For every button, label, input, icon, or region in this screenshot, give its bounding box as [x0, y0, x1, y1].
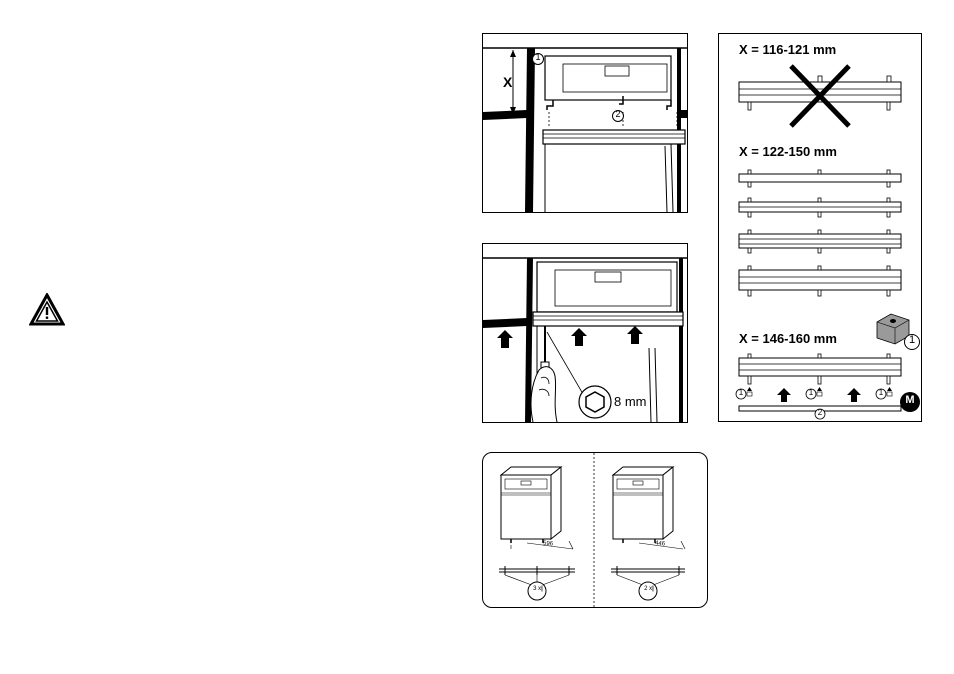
- feet-count-2-label: 2 x: [644, 586, 652, 592]
- figure-feet-options: 596 446 3 x| 2 x|: [482, 452, 708, 608]
- feet-count-3: 3 x|: [528, 586, 548, 592]
- callout-2: 2: [816, 408, 824, 417]
- warning-icon: [29, 293, 65, 327]
- config-146-160: [736, 314, 920, 419]
- callout-1: 1: [534, 52, 542, 62]
- width-596-label: 596: [543, 540, 554, 547]
- callout-2: 2: [614, 109, 622, 119]
- config-122-150: [739, 170, 901, 296]
- feet-count-2: 2 x|: [639, 586, 659, 592]
- range-1-label: X = 116-121 mm: [739, 42, 836, 57]
- foot-icon: |: [652, 586, 654, 592]
- width-446-label: 446: [655, 540, 666, 547]
- dimension-x-label: X: [503, 74, 512, 90]
- feet-count-3-label: 3 x: [533, 586, 541, 592]
- foam-pad-icon: [877, 314, 909, 344]
- arrow-up-icon: [627, 326, 643, 344]
- callout-1-left: 1: [737, 388, 745, 397]
- range-3-label: X = 146-160 mm: [739, 331, 837, 346]
- brand-logo-letter: M: [902, 394, 918, 406]
- arrow-up-icon: [777, 388, 791, 402]
- callout-1-right: 1: [877, 388, 885, 397]
- appliance-596: [499, 467, 575, 600]
- arrow-up-icon: [847, 388, 861, 402]
- callout-1-middle: 1: [807, 388, 815, 397]
- figure-plinth-configurations: X = 116-121 mm X = 122-150 mm X = 146-16…: [718, 33, 922, 422]
- hex-socket-icon: [586, 392, 604, 412]
- figure-tighten-screws: 8 mm: [482, 243, 688, 423]
- arrow-up-icon: [497, 330, 513, 348]
- plinth-height-drawing: [483, 34, 687, 212]
- foot-icon: |: [541, 586, 543, 592]
- foam-pad-callout: 1: [907, 334, 917, 346]
- range-2-label: X = 122-150 mm: [739, 144, 837, 159]
- plinth-configurations-drawing: [719, 34, 921, 421]
- arrow-up-icon: [571, 328, 587, 346]
- tool-size-label: 8 mm: [614, 394, 647, 409]
- tighten-screws-drawing: [483, 244, 687, 422]
- appliance-446: [611, 467, 685, 600]
- figure-plinth-height: X 1 2: [482, 33, 688, 213]
- feet-options-drawing: [483, 453, 707, 607]
- config-116-121: [739, 66, 901, 126]
